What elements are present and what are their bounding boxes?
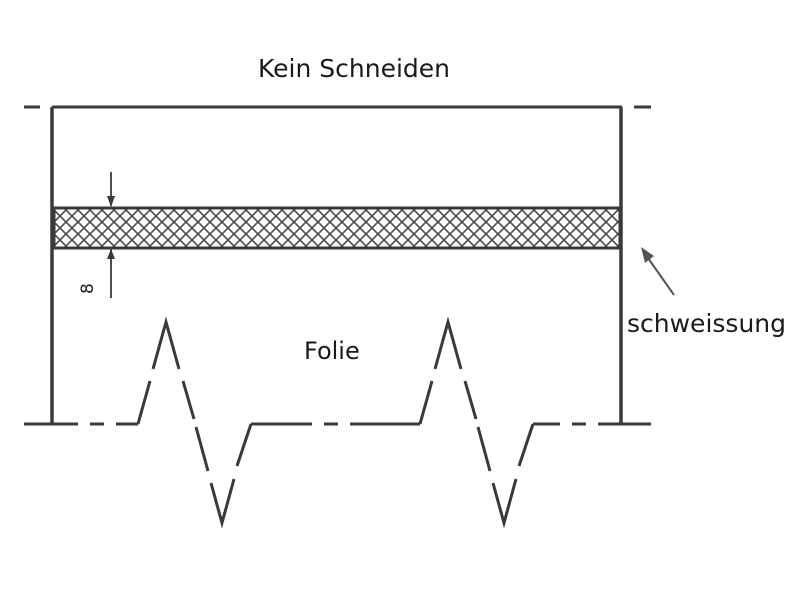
film-label: Folie [304, 337, 360, 365]
tear-zigzag-line [24, 316, 651, 529]
weld-seam-band [52, 206, 622, 250]
weld-label: schweissung [627, 309, 786, 338]
seam-dimension-value: 8 [78, 283, 98, 294]
weld-pointer-arrow [641, 247, 675, 296]
diagram-title: Kein Schneiden [258, 54, 450, 83]
seam-dimension-marker [107, 172, 115, 298]
